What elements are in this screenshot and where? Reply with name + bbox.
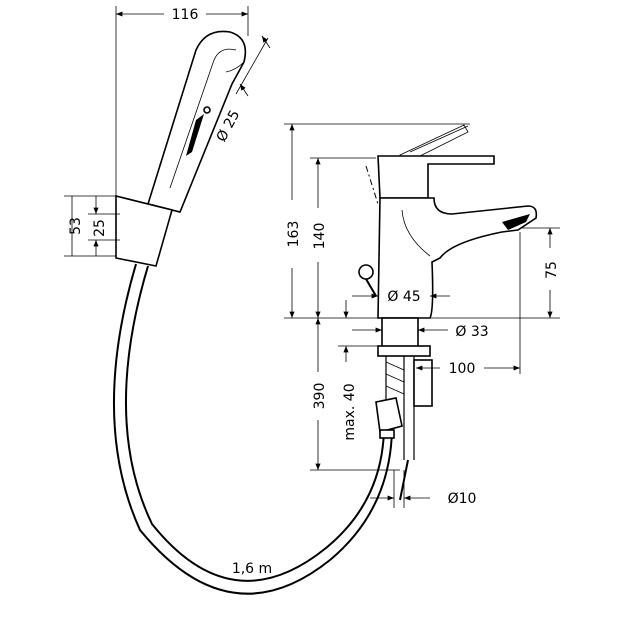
- faucet: [358, 124, 538, 319]
- label-shank-diameter: Ø 33: [455, 324, 488, 340]
- label-outlet-height: 75: [544, 261, 560, 279]
- shower-hose: [112, 263, 393, 595]
- dimension-lines: [64, 6, 560, 508]
- label-hose-diameter: Ø10: [448, 491, 477, 507]
- label-hose-length: 1,6 m: [232, 561, 272, 577]
- label-thread-length: 390: [312, 383, 328, 410]
- popup-knob: [358, 264, 377, 297]
- label-total-height: 163: [286, 221, 302, 248]
- label-body-diameter: Ø 45: [387, 289, 420, 305]
- label-spout-height: 140: [312, 223, 328, 250]
- label-holder-height: 53: [68, 217, 84, 235]
- dimension-labels: 116 Ø 25 53 25 163 140 75 Ø 45 Ø 33 100 …: [68, 7, 560, 577]
- shower-holder: [115, 194, 173, 267]
- label-holder-inner: 25: [92, 219, 108, 237]
- label-projection: 100: [449, 361, 476, 377]
- faucet-shank: [375, 317, 433, 501]
- label-max-thickness: max. 40: [342, 383, 358, 440]
- hand-shower: [146, 30, 247, 213]
- label-shower-width: 116: [172, 7, 199, 23]
